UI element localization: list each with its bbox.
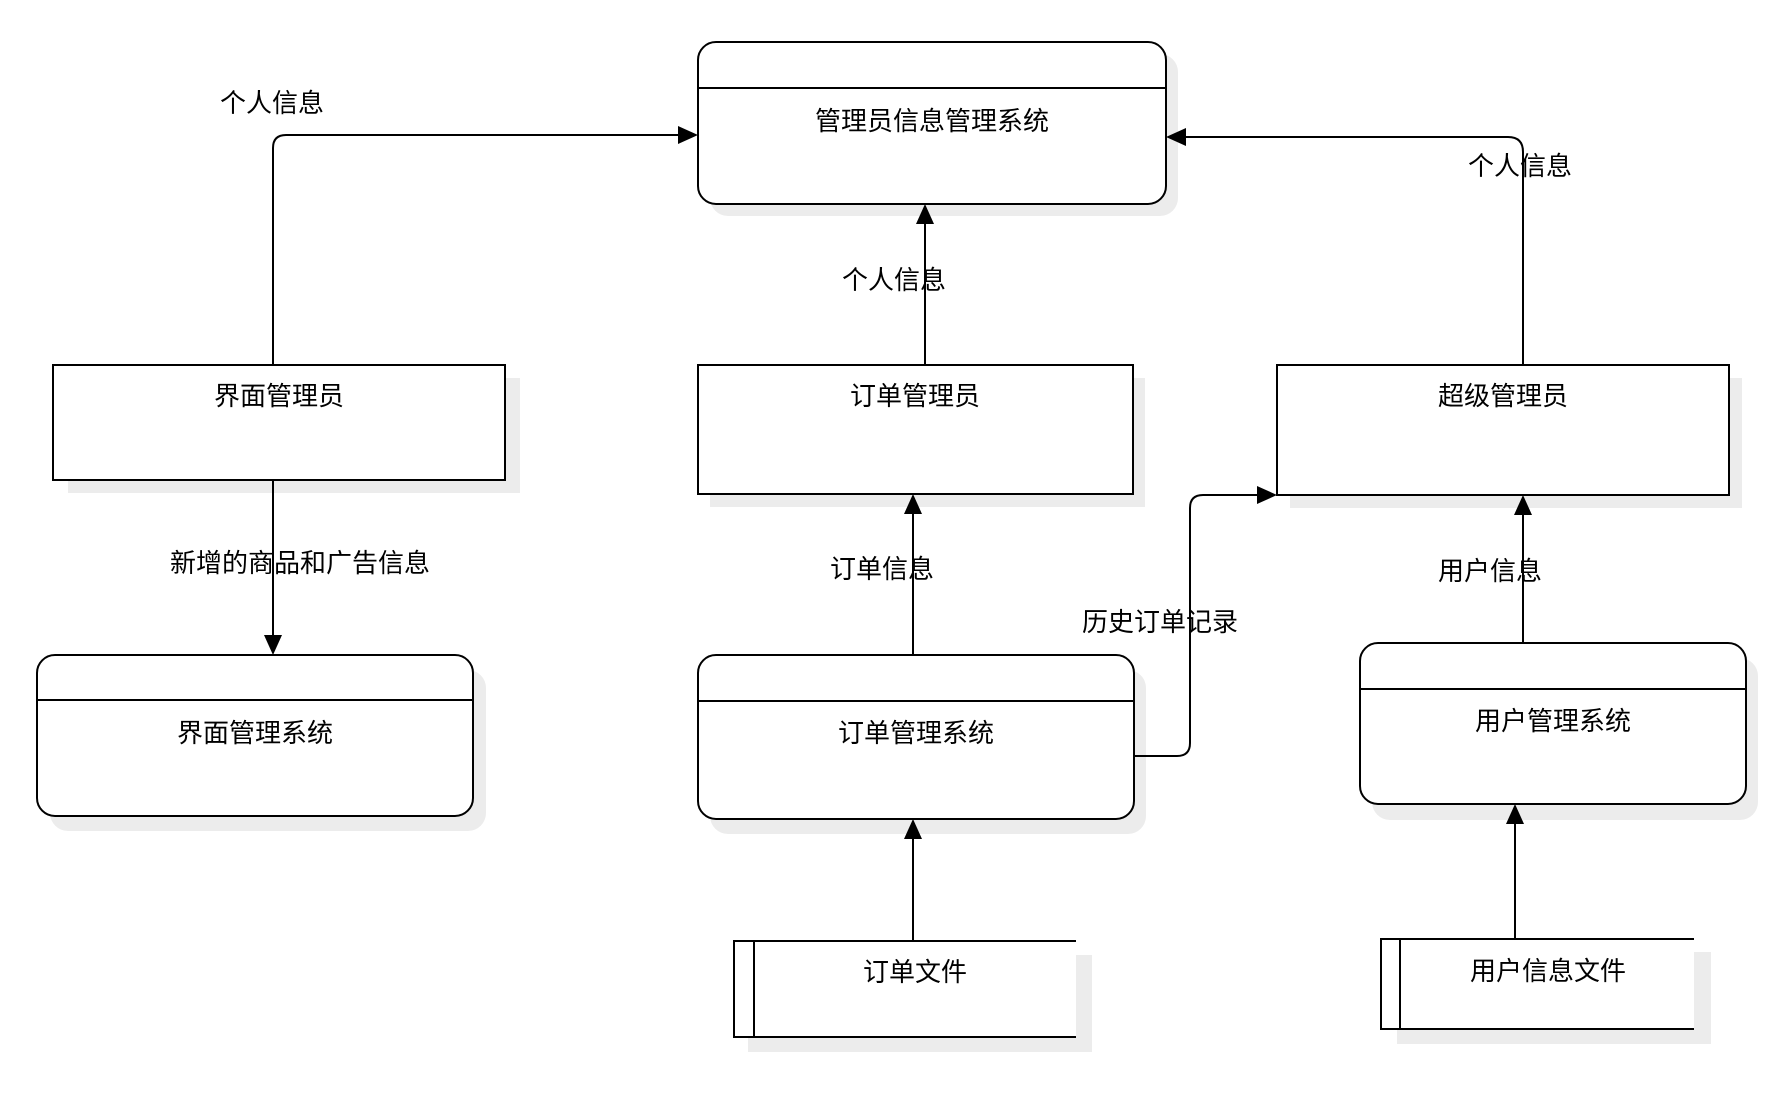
flow-label-order-history: 历史订单记录 [1082, 608, 1238, 638]
entity-super-admin-label: 超级管理员 [1438, 382, 1568, 412]
arrowhead-icon [1506, 804, 1524, 824]
process-order-system-label: 订单管理系统 [838, 719, 994, 749]
entity-ui-admin-label: 界面管理员 [214, 382, 344, 412]
flow-order-file-to-order-system [904, 819, 922, 940]
flow-label-personal-info-right: 个人信息 [1468, 152, 1572, 182]
arrowhead-icon [916, 204, 934, 224]
datastore-user-info-file[interactable]: 用户信息文件 [1380, 938, 1694, 1030]
flow-user-system-to-super-admin: 用户信息 [1438, 495, 1542, 643]
entity-order-admin[interactable]: 订单管理员 [697, 364, 1134, 495]
flow-super-admin-to-admin-system: 个人信息 [1166, 128, 1572, 365]
flow-label-order-info: 订单信息 [830, 555, 934, 585]
arrowhead-icon [1257, 486, 1277, 504]
entity-ui-admin[interactable]: 界面管理员 [52, 364, 506, 481]
process-user-system[interactable]: 用户管理系统 [1359, 642, 1747, 805]
flow-label-personal-info-left: 个人信息 [220, 89, 324, 119]
flow-order-system-to-order-admin: 订单信息 [830, 494, 934, 655]
flow-label-user-info: 用户信息 [1438, 557, 1542, 587]
datastore-user-info-file-label: 用户信息文件 [1470, 957, 1626, 987]
flow-label-new-goods-ads: 新增的商品和广告信息 [170, 549, 430, 579]
datastore-order-file[interactable]: 订单文件 [733, 940, 1076, 1038]
arrowhead-icon [904, 494, 922, 514]
flow-user-file-to-user-system [1506, 804, 1524, 939]
process-user-system-label: 用户管理系统 [1475, 707, 1631, 737]
process-ui-system-label: 界面管理系统 [177, 719, 333, 749]
process-admin-info-system-label: 管理员信息管理系统 [815, 107, 1049, 137]
datastore-order-file-label: 订单文件 [863, 958, 967, 988]
process-admin-info-system[interactable]: 管理员信息管理系统 [697, 41, 1167, 205]
entity-order-admin-label: 订单管理员 [850, 382, 980, 412]
arrowhead-icon [1514, 495, 1532, 515]
flow-ui-admin-to-admin-system: 个人信息 [220, 89, 698, 365]
arrowhead-icon [264, 635, 282, 655]
arrowhead-icon [678, 126, 698, 144]
flow-ui-admin-to-ui-system: 新增的商品和广告信息 [170, 480, 430, 655]
flow-order-system-to-super-admin: 历史订单记录 [1082, 486, 1277, 757]
process-ui-system[interactable]: 界面管理系统 [36, 654, 474, 817]
process-order-system[interactable]: 订单管理系统 [697, 654, 1135, 820]
flow-label-personal-info-middle: 个人信息 [842, 266, 946, 296]
arrowhead-icon [904, 819, 922, 839]
entity-super-admin[interactable]: 超级管理员 [1276, 364, 1730, 496]
flow-order-admin-to-admin-system: 个人信息 [842, 204, 946, 365]
arrowhead-icon [1166, 128, 1186, 146]
